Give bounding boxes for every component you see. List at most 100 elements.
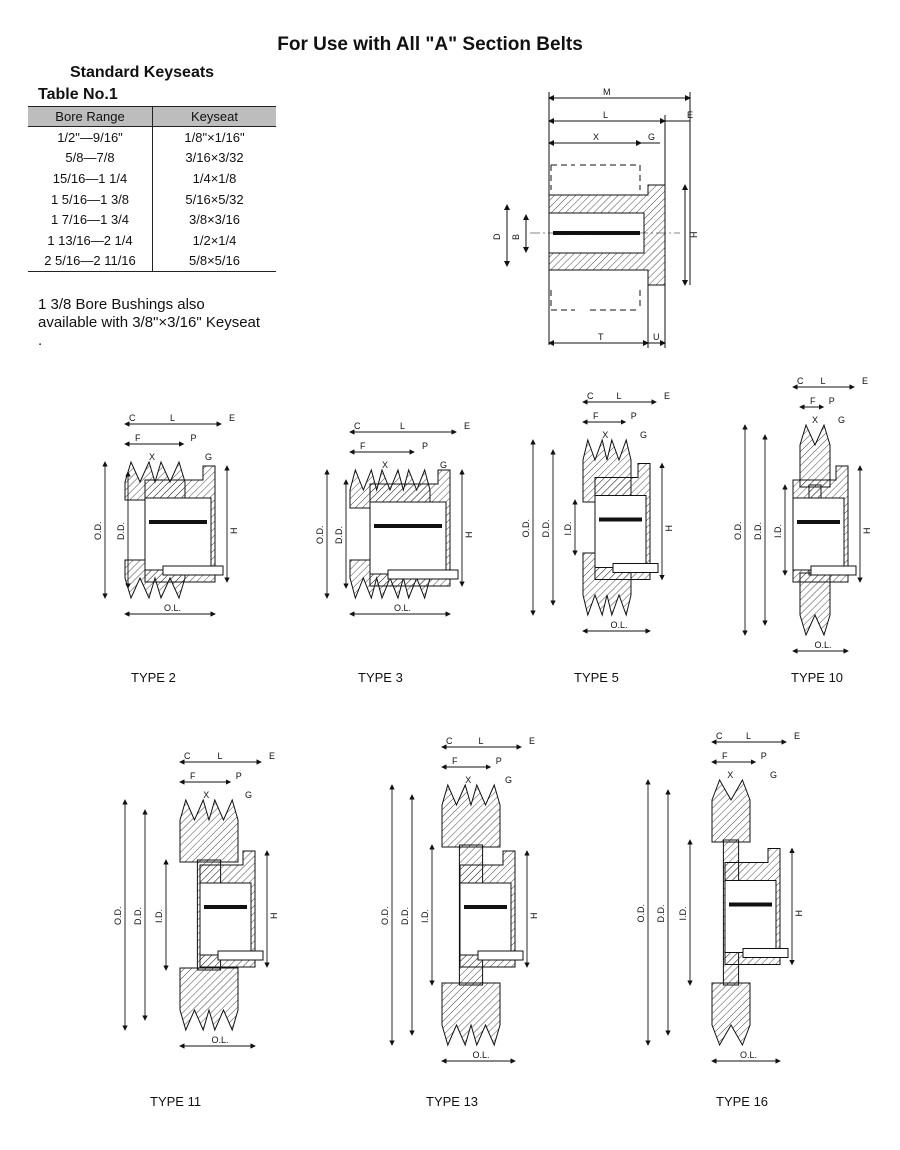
keyseat-cell: 1/8"×1/16" <box>184 129 245 145</box>
table-row: 1/2"—9/16" 1/8"×1/16" <box>28 126 276 148</box>
dim-C: C <box>184 751 191 761</box>
dim-M: M <box>603 87 611 97</box>
bore-range-cell: 1 13/16—2 1/4 <box>28 229 153 251</box>
dim-H: H <box>862 528 872 535</box>
bore-range-cell: 1 5/16—1 3/8 <box>28 188 153 210</box>
dim-DD: D.D. <box>656 905 666 923</box>
dim-ID: I.D. <box>563 521 573 535</box>
dim-H: H <box>794 910 804 917</box>
dim-L: L <box>821 376 826 386</box>
dim-G: G <box>640 430 647 440</box>
dim-P: P <box>761 751 767 761</box>
table-row: 1 13/16—2 1/4 1/2×1/4 <box>28 229 276 251</box>
dim-OD: O.D. <box>93 521 103 540</box>
dim-L: L <box>603 110 608 120</box>
dim-E: E <box>269 751 275 761</box>
dim-ID: I.D. <box>154 909 164 923</box>
dim-OD: O.D. <box>380 906 390 925</box>
dim-ID: I.D. <box>678 906 688 920</box>
dim-T: T <box>598 332 604 342</box>
dim-L: L <box>617 391 622 401</box>
dim-E: E <box>687 110 693 120</box>
dim-H: H <box>229 528 239 535</box>
dim-E: E <box>794 731 800 741</box>
dim-C: C <box>797 376 804 386</box>
dim-C: C <box>446 736 453 746</box>
type-13-label: TYPE 13 <box>426 1094 478 1109</box>
dim-F: F <box>810 396 816 406</box>
dim-X: X <box>149 452 155 462</box>
dim-F: F <box>360 441 366 451</box>
dim-OD: O.D. <box>733 521 743 540</box>
dim-E: E <box>664 391 670 401</box>
table-subtitle: Standard Keyseats <box>70 64 215 81</box>
pulley-types: L C E F P X G O.D. D.D. H O.L. TYPE 2 L C E F P X G O.D. D.D… <box>93 376 872 1109</box>
bushing-note: 1 3/8 Bore Bushings also available with … <box>38 296 261 349</box>
table-row: 5/8—7/8 3/16×3/32 <box>28 147 276 169</box>
type-3-label: TYPE 3 <box>358 670 403 685</box>
bore-range-cell: 2 5/16—2 11/16 <box>28 250 153 273</box>
type-2-label: TYPE 2 <box>131 670 176 685</box>
dim-C: C <box>354 421 361 431</box>
dim-E: E <box>529 736 535 746</box>
dim-G: G <box>770 770 777 780</box>
dim-X: X <box>602 430 608 440</box>
dim-F: F <box>722 751 728 761</box>
dim-E: E <box>862 376 868 386</box>
dim-G: G <box>648 132 655 142</box>
dim-X: X <box>593 132 599 142</box>
dim-C: C <box>587 391 594 401</box>
dim-OD: O.D. <box>521 519 531 538</box>
dim-F: F <box>190 771 196 781</box>
dim-F: F <box>593 411 599 421</box>
dim-DD: D.D. <box>116 522 126 540</box>
dim-OL: O.L. <box>740 1050 757 1060</box>
dim-DD: D.D. <box>541 520 551 538</box>
dim-OL: O.L. <box>394 603 411 613</box>
dim-E: E <box>229 413 235 423</box>
type-16-label: TYPE 16 <box>716 1094 768 1109</box>
dim-ID: I.D. <box>773 524 783 538</box>
dim-OD: O.D. <box>113 906 123 925</box>
dim-OL: O.L. <box>164 603 181 613</box>
bore-range-cell: 5/8—7/8 <box>28 147 153 169</box>
dim-B: B <box>511 234 521 240</box>
dim-L: L <box>479 736 484 746</box>
dim-OL: O.L. <box>611 620 628 630</box>
keyseat-cell: 5/16×5/32 <box>185 191 244 207</box>
type-11-label: TYPE 11 <box>150 1094 201 1109</box>
type-10-label: TYPE 10 <box>791 670 843 685</box>
dim-DD: D.D. <box>400 907 410 925</box>
dim-OL: O.L. <box>212 1035 229 1045</box>
keyseat-cell: 1/2×1/4 <box>192 232 237 248</box>
dim-P: P <box>422 441 428 451</box>
dim-DD: D.D. <box>334 526 344 544</box>
dim-F: F <box>135 433 141 443</box>
dim-H: H <box>689 232 699 239</box>
dim-L: L <box>746 731 751 741</box>
type-5-label: TYPE 5 <box>574 670 619 685</box>
dim-OL: O.L. <box>815 640 832 650</box>
dim-OL: O.L. <box>473 1050 490 1060</box>
dim-G: G <box>205 452 212 462</box>
bore-range-cell: 1/2"—9/16" <box>28 126 153 148</box>
dim-H: H <box>529 913 539 920</box>
dim-L: L <box>218 751 223 761</box>
keyseat-cell: 3/16×3/32 <box>185 150 244 166</box>
dim-P: P <box>191 433 197 443</box>
keyseat-table: Bore Range Keyseat 1/2"—9/16"1/8"×1/16" … <box>28 106 276 273</box>
dim-OD: O.D. <box>315 525 325 544</box>
bore-range-cell: 15/16—1 1/4 <box>28 168 153 189</box>
dim-L: L <box>400 421 405 431</box>
dim-OD: O.D. <box>636 904 646 923</box>
dim-DD: D.D. <box>133 907 143 925</box>
